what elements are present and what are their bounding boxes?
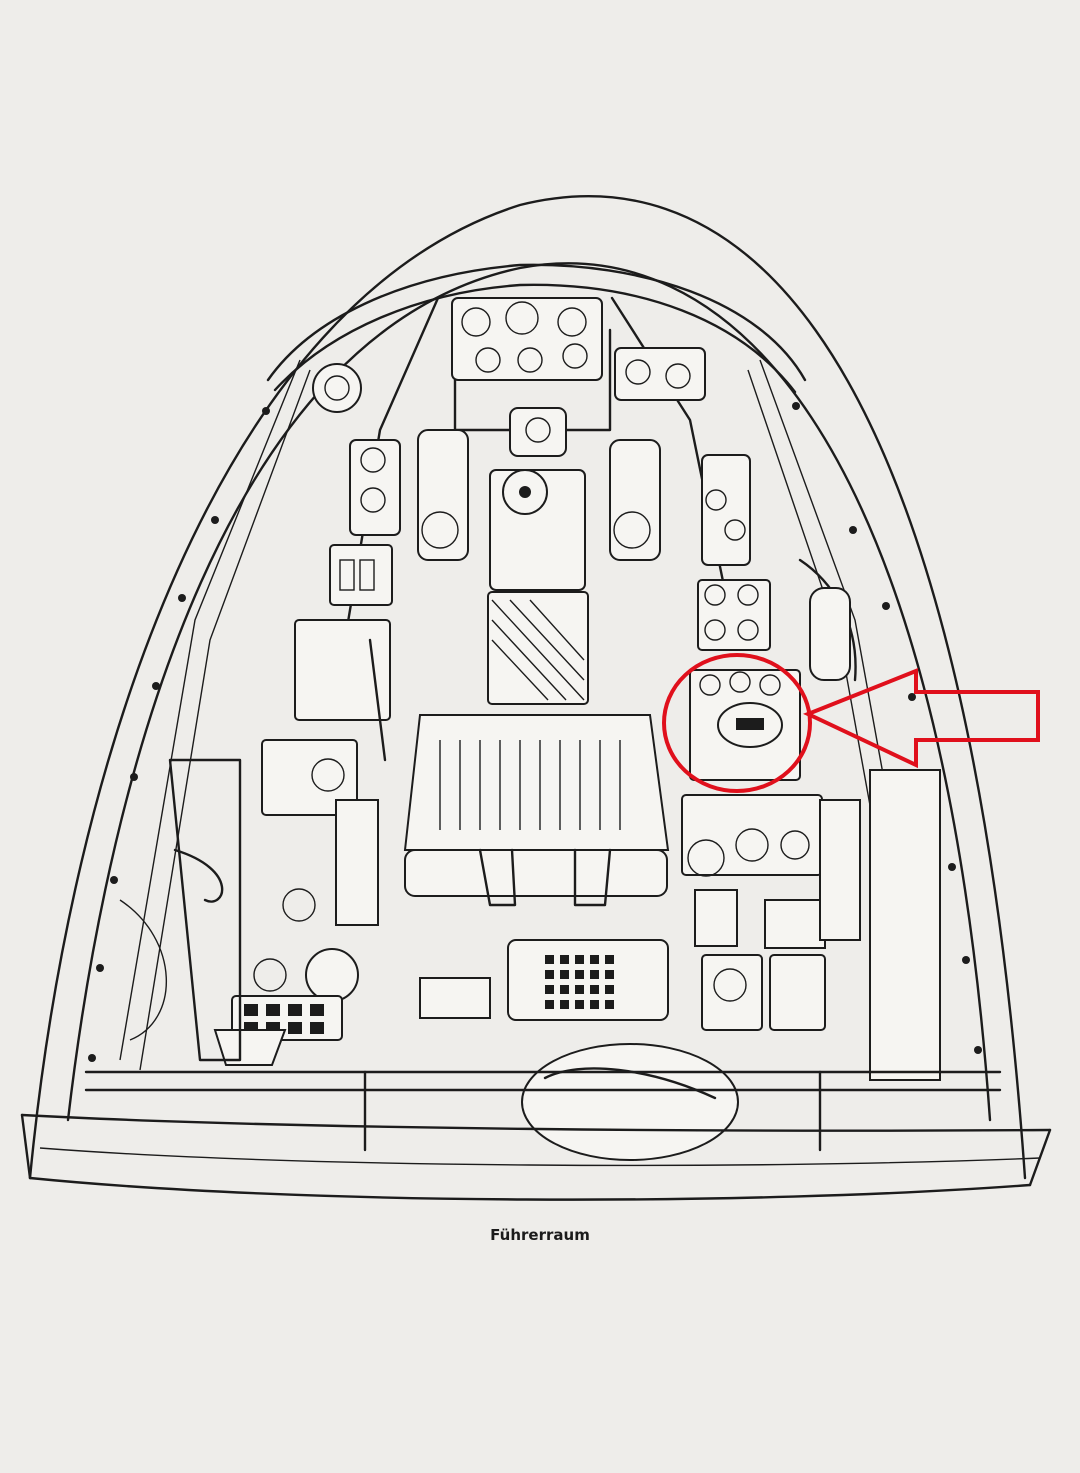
- red-arrow-marker: [802, 668, 1040, 769]
- floor-area: [84, 939, 1002, 1161]
- instrument-panel: [312, 297, 706, 457]
- center-console: [417, 429, 661, 705]
- figure-caption: Führerraum: [490, 1226, 590, 1244]
- right-console: [681, 454, 941, 1081]
- left-console: [119, 439, 401, 1066]
- red-circle-marker: [662, 653, 812, 793]
- pilot-seat: [403, 714, 670, 907]
- canopy-sill: [20, 1113, 1052, 1201]
- highlight-annotation: [662, 653, 1040, 793]
